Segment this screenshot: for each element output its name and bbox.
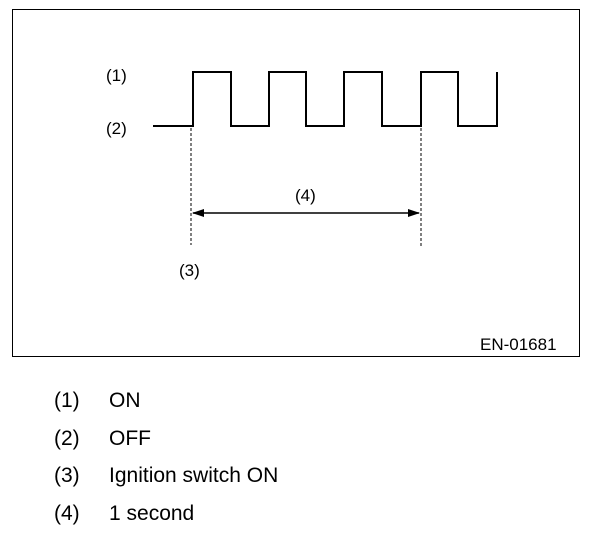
- figure-code: EN-01681: [480, 335, 557, 354]
- off-level-label: (2): [106, 119, 127, 138]
- legend-text: Ignition switch ON: [109, 464, 279, 487]
- ignition-on-label: (3): [179, 261, 200, 280]
- legend-item: (4) 1 second: [54, 499, 554, 537]
- legend-number: (2): [54, 426, 80, 450]
- signal-timing-diagram: (1) (2) (3) (4) EN-01681: [106, 66, 557, 354]
- legend: (1) ON (2) OFF (3) Ignition switch ON (4) 1 …: [54, 386, 554, 536]
- legend-text: ON: [109, 389, 141, 412]
- interval-label: (4): [295, 186, 316, 205]
- legend-item: (3) Ignition switch ON: [54, 461, 554, 499]
- legend-number: (3): [54, 464, 80, 487]
- legend-text: OFF: [109, 426, 151, 450]
- legend-item: (1) ON: [54, 386, 554, 424]
- legend-number: (4): [54, 501, 80, 525]
- pulse-waveform: [153, 71, 498, 127]
- on-level-label: (1): [106, 66, 127, 85]
- legend-text: 1 second: [109, 501, 195, 525]
- diagram-frame: [12, 9, 580, 357]
- legend-item: (2) OFF: [54, 424, 554, 462]
- legend-number: (1): [54, 389, 80, 412]
